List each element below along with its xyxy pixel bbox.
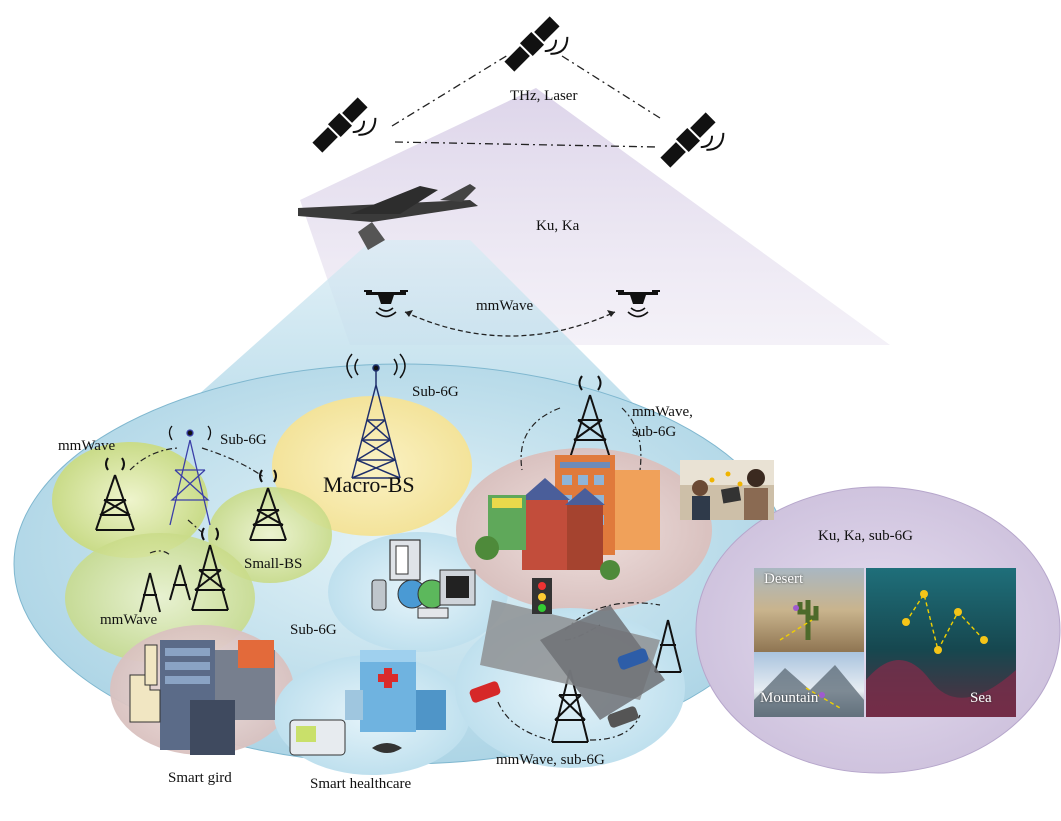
sub6g-tower-left bbox=[168, 425, 212, 526]
small-bs-tower-lower bbox=[191, 527, 229, 611]
mmwave-tower-small-1 bbox=[139, 572, 161, 613]
sub6g-macro-label: Sub-6G bbox=[412, 384, 459, 400]
sub6g-center-label: Sub-6G bbox=[290, 622, 337, 638]
users-photo bbox=[680, 460, 774, 520]
cactus-icon bbox=[797, 600, 819, 640]
aircraft-icon bbox=[298, 184, 478, 250]
mountain-peaks bbox=[754, 665, 864, 717]
small-bs-tower-right bbox=[249, 469, 287, 541]
sub6g-left-label: Sub-6G bbox=[220, 432, 267, 448]
smart-healthcare-label: Smart healthcare bbox=[310, 776, 412, 792]
coral-reef bbox=[866, 660, 1016, 717]
mmwave-sub6g-top-label: mmWave, sub-6G bbox=[632, 404, 693, 440]
mmwave-left-label: mmWave bbox=[58, 438, 116, 454]
satellite-icon-left bbox=[312, 97, 377, 153]
drone-icon-left bbox=[364, 290, 408, 318]
macro-bs-label: Macro-BS bbox=[323, 472, 415, 497]
ku-ka-label: Ku, Ka bbox=[536, 218, 580, 234]
small-bs-zone-left bbox=[52, 442, 208, 558]
satellite-icon-top bbox=[504, 16, 569, 72]
drone-icon-right bbox=[616, 290, 660, 318]
small-bs-tower-left bbox=[95, 457, 135, 531]
small-bs-zone-right bbox=[208, 487, 332, 583]
remote-nodes bbox=[793, 605, 825, 698]
satellite-links bbox=[391, 54, 661, 148]
traffic-tower-right bbox=[654, 619, 682, 673]
mmwave-sub6g-bottom-label: mmWave, sub-6G bbox=[496, 752, 605, 768]
devices-cluster bbox=[371, 539, 476, 619]
drone-link bbox=[404, 311, 616, 337]
mmwave-lower-label: mmWave bbox=[100, 612, 158, 628]
sea-nodes bbox=[902, 590, 988, 654]
thz-laser-label: THz, Laser bbox=[510, 88, 578, 104]
smart-healthcare-building bbox=[289, 650, 446, 756]
traffic-intersection bbox=[469, 578, 665, 728]
ku-ka-sub6g-label: Ku, Ka, sub-6G bbox=[818, 528, 913, 544]
city-buildings bbox=[475, 455, 660, 580]
small-bs-label: Small-BS bbox=[244, 556, 303, 572]
traffic-tower-center bbox=[551, 669, 589, 743]
smart-grid-servers bbox=[129, 640, 275, 755]
mountain-label: Mountain bbox=[760, 690, 819, 706]
smart-grid-label: Smart gird bbox=[168, 770, 232, 786]
sea-label: Sea bbox=[970, 690, 992, 706]
macro-bs-tower bbox=[346, 353, 406, 479]
mmwave-tower-small-2 bbox=[169, 564, 191, 601]
satellite-icon-right bbox=[660, 112, 725, 168]
desert-label: Desert bbox=[764, 571, 804, 587]
mmwave-uav-label: mmWave bbox=[476, 298, 534, 314]
